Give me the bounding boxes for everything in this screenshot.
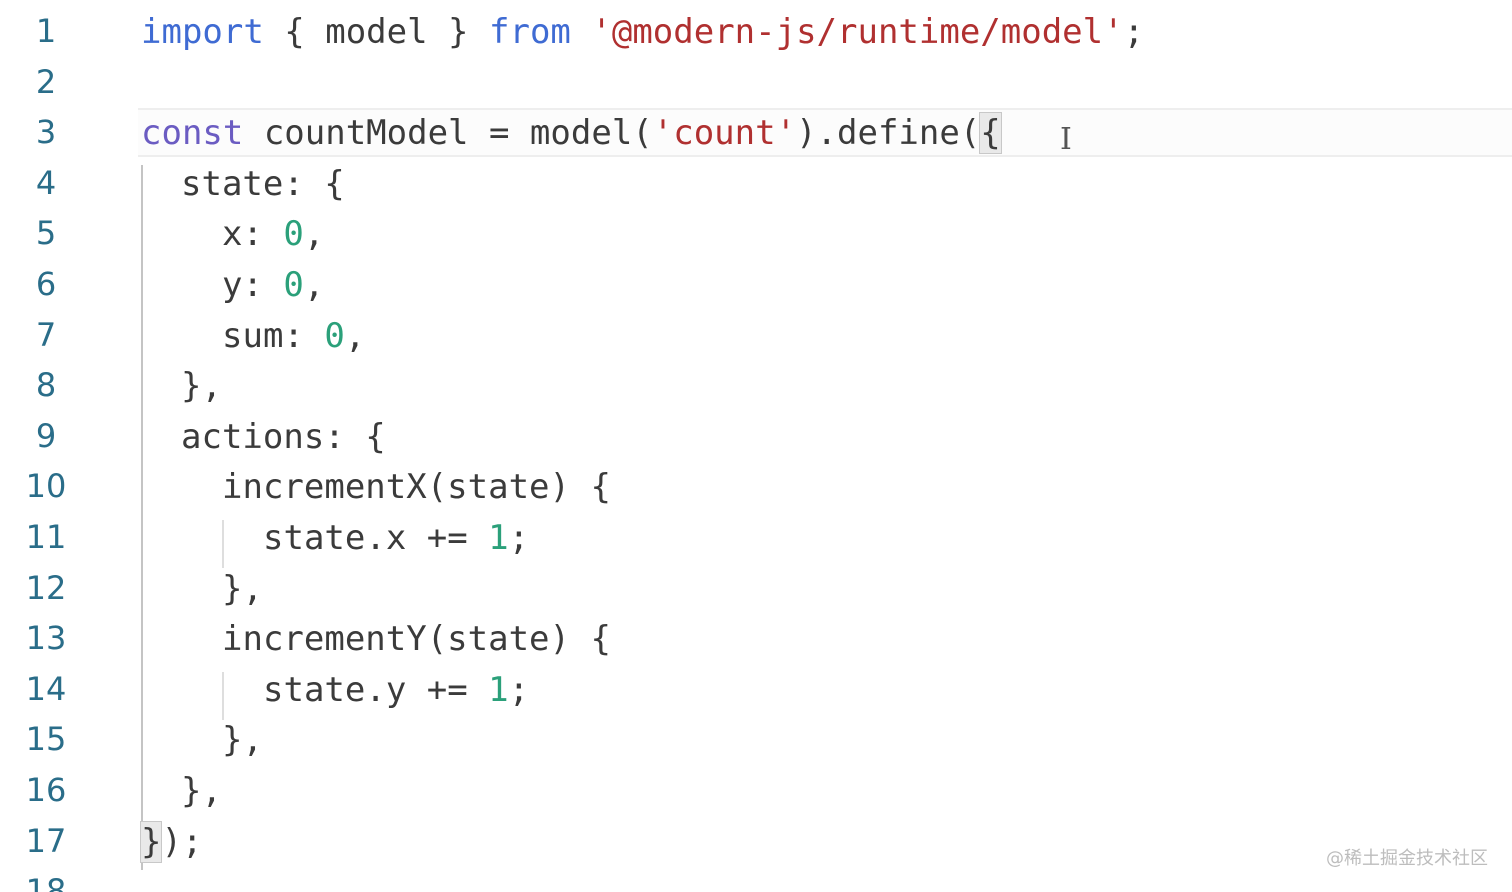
code-text: incrementX(state) { xyxy=(222,467,611,507)
code-token: state.x += xyxy=(263,518,489,558)
code-line[interactable]: 4 state: { xyxy=(0,156,1512,207)
line-number: 15 xyxy=(25,720,67,759)
code-token: actions: { xyxy=(181,416,386,457)
code-line[interactable]: 2 xyxy=(0,55,1512,106)
line-number: 6 xyxy=(35,265,57,303)
code-text: y: 0, xyxy=(222,265,324,305)
code-token: }, xyxy=(181,771,222,811)
code-line[interactable]: 7 sum: 0, xyxy=(0,308,1512,359)
code-token: incrementX(state) { xyxy=(222,467,611,508)
code-token: ).define( xyxy=(796,113,981,154)
code-text: }, xyxy=(222,569,263,609)
code-text: incrementY(state) { xyxy=(222,619,611,659)
code-token: 'count' xyxy=(652,113,797,154)
line-number: 16 xyxy=(25,771,67,809)
code-token: , xyxy=(344,315,366,356)
code-line[interactable]: 6 y: 0, xyxy=(0,257,1512,308)
code-token: const xyxy=(141,113,244,154)
line-number: 8 xyxy=(35,366,57,405)
code-line[interactable]: 18 xyxy=(0,864,1512,892)
line-number: 18 xyxy=(25,872,67,892)
line-number: 11 xyxy=(25,518,67,556)
line-number: 4 xyxy=(35,163,57,202)
code-token: incrementY(state) { xyxy=(222,619,611,660)
matched-brace: { xyxy=(979,112,1002,155)
code-token: ); xyxy=(161,821,203,862)
code-text: const countModel = model('count').define… xyxy=(141,112,1002,155)
code-token: ; xyxy=(1123,12,1145,52)
code-token: y: xyxy=(222,265,284,305)
code-token: from xyxy=(489,12,571,52)
code-token: 1 xyxy=(488,518,509,558)
code-token: }, xyxy=(222,568,263,609)
indent-guide-increment-x xyxy=(222,520,224,568)
code-text: }, xyxy=(181,771,222,811)
code-text: }, xyxy=(181,366,222,406)
code-token: import xyxy=(141,12,264,52)
code-line[interactable]: 1 import { model } from '@modern-js/runti… xyxy=(0,4,1512,55)
code-token: { model } xyxy=(263,12,489,52)
code-line[interactable]: 13 incrementY(state) { xyxy=(0,611,1512,662)
line-number: 12 xyxy=(25,568,67,607)
line-number: 1 xyxy=(35,12,57,50)
code-line[interactable]: 16}, xyxy=(0,763,1512,814)
code-token: }, xyxy=(181,366,222,407)
code-token: , xyxy=(303,214,325,255)
code-line[interactable]: 10 incrementX(state) { xyxy=(0,459,1512,510)
code-token: sum: xyxy=(222,315,325,356)
code-text: state: { xyxy=(181,164,345,204)
code-line[interactable]: 15}, xyxy=(0,712,1512,763)
code-token: 1 xyxy=(488,669,509,710)
code-token: 0 xyxy=(324,315,345,356)
line-number: 10 xyxy=(25,467,67,506)
code-line[interactable]: 3 const countModel = model('count').defin… xyxy=(0,105,1512,157)
code-token: , xyxy=(303,265,325,305)
code-token: }, xyxy=(222,720,263,761)
matched-brace: } xyxy=(139,820,163,863)
code-token: ; xyxy=(508,669,530,710)
code-line[interactable]: 17}); xyxy=(0,814,1512,865)
code-token: x: xyxy=(222,214,284,255)
code-text: state.y += 1; xyxy=(263,670,529,710)
code-token: '@modern-js/runtime/model' xyxy=(591,12,1124,52)
line-number: 2 xyxy=(35,62,57,101)
code-token: ; xyxy=(508,518,530,558)
code-token: state.y += xyxy=(263,669,489,710)
code-text: }, xyxy=(222,720,263,760)
line-number: 9 xyxy=(35,416,57,455)
line-number: 17 xyxy=(25,821,67,860)
code-token xyxy=(571,12,591,52)
code-token: countModel = model( xyxy=(243,113,653,154)
text-cursor-icon: I xyxy=(1060,122,1072,157)
indent-guide-increment-y xyxy=(222,672,224,720)
code-text: x: 0, xyxy=(222,214,324,254)
watermark: @稀土掘金技术社区 xyxy=(1326,848,1488,869)
code-line[interactable]: 8}, xyxy=(0,358,1512,409)
code-line[interactable]: 11 state.x += 1; xyxy=(0,510,1512,561)
code-text: import { model } from '@modern-js/runtim… xyxy=(141,12,1144,52)
code-line[interactable]: 9 actions: { xyxy=(0,409,1512,460)
line-number: 13 xyxy=(25,619,67,658)
indent-guide-outer xyxy=(141,165,143,870)
code-text: }); xyxy=(139,820,203,863)
code-line[interactable]: 14 state.y += 1; xyxy=(0,662,1512,713)
code-text: state.x += 1; xyxy=(263,518,529,558)
code-token: state: { xyxy=(181,163,345,204)
line-number: 3 xyxy=(35,113,57,152)
line-number: 7 xyxy=(35,315,57,354)
code-text: sum: 0, xyxy=(222,316,365,356)
code-token: 0 xyxy=(283,265,304,305)
code-token: 0 xyxy=(283,214,304,255)
line-number: 14 xyxy=(25,669,67,708)
code-text: actions: { xyxy=(181,417,386,457)
line-number: 5 xyxy=(35,214,57,253)
code-line[interactable]: 5 x: 0, xyxy=(0,206,1512,257)
code-line[interactable]: 12}, xyxy=(0,561,1512,612)
